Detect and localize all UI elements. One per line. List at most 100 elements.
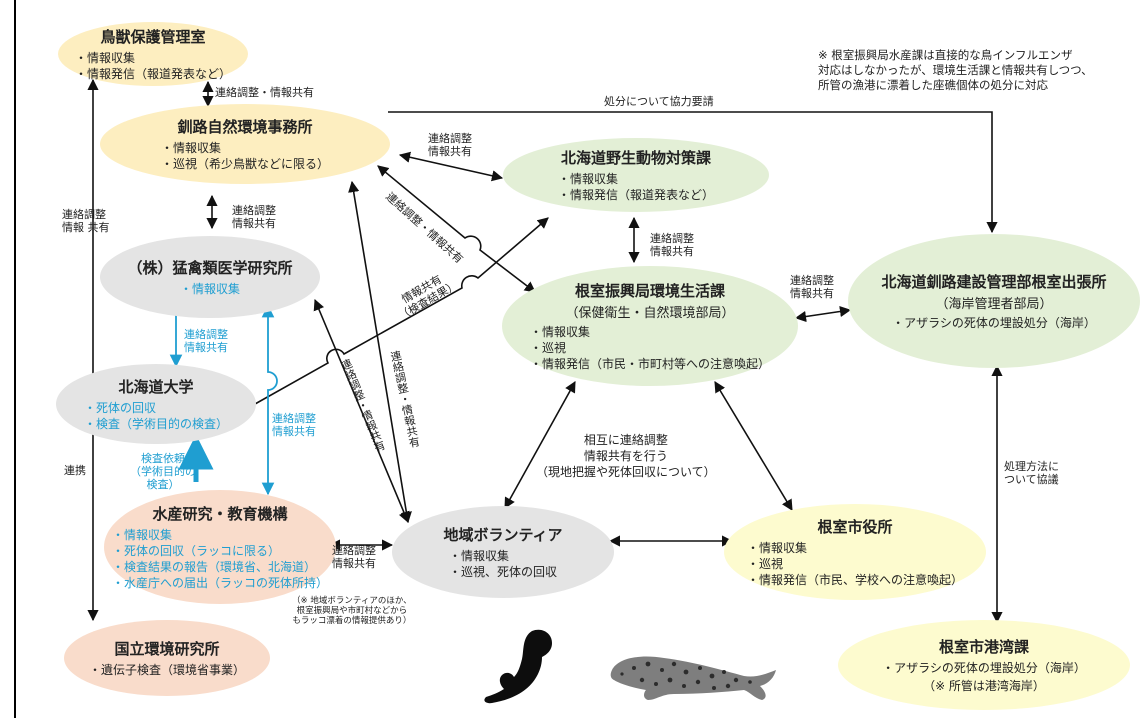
sea-otter-silhouette — [484, 629, 552, 704]
label-line: 連絡調整 — [790, 274, 834, 287]
note-line: ※ 根室振興局水産課は直接的な鳥インフルエンザ — [818, 48, 1073, 62]
node-title: 地域ボランティア — [443, 526, 563, 544]
node-mokin: （株）猛禽類医学研究所 情報収集 — [100, 236, 320, 318]
node-item: 巡視 — [530, 340, 770, 356]
node-yasei: 北海道野生動物対策課 情報収集情報発信（報道発表など） — [503, 138, 769, 212]
node-item: 情報発信（市民、学校への注意喚起） — [747, 572, 963, 588]
node-kokuritsu: 国立環境研究所 遺伝子検査（環境省事業） — [64, 620, 270, 696]
note-line: （※ 地域ボランティアのほか、 — [292, 596, 412, 606]
node-title: 鳥獣保護管理室 — [100, 28, 206, 46]
node-subtitle: （保健衛生・自然環境部局） — [565, 306, 735, 321]
node-item: 情報収集 — [747, 540, 963, 556]
label-shori: 処理方法に ついて協議 — [1004, 460, 1059, 486]
node-nemuro-kankyo: 根室振興局環境生活課 （保健衛生・自然環境部局） 情報収集巡視情報発信（市民・市… — [502, 266, 798, 386]
node-item: アザラシの死体の埋設処分（海岸） — [892, 315, 1096, 331]
label-line: 情報共有 — [184, 341, 228, 354]
arrow-kushiro-kensetsu — [388, 111, 998, 234]
label-line: 情報 共有 — [62, 221, 110, 234]
label-line: 検査） — [146, 478, 180, 491]
node-title: 根室市役所 — [817, 518, 893, 536]
node-item: アザラシの死体の埋設処分（海岸） — [882, 660, 1086, 676]
arrow-nemuro-kensetsu — [794, 305, 852, 323]
node-subtitle: （海岸管理者部局） — [935, 297, 1053, 312]
node-title: 北海道野生動物対策課 — [560, 149, 711, 167]
label-renkei: 連携 — [64, 464, 86, 477]
node-hokudai: 北海道大学 死体の回収検査（学術目的の検査） — [56, 364, 256, 444]
label-shobun: 処分について協力要請 — [604, 95, 714, 108]
volunteer-note: （※ 地域ボランティアのほか、 根室振興局や市町村などから もラッコ漂着の情報提… — [292, 596, 412, 626]
label-line: 連絡調整 — [232, 204, 276, 217]
label-line: 情報共有 — [232, 217, 276, 230]
node-shiyakusho: 根室市役所 情報収集巡視情報発信（市民、学校への注意喚起） — [724, 504, 986, 600]
arrow-kushiro-yasei — [398, 151, 504, 182]
node-title: 水産研究・教育機構 — [152, 505, 288, 523]
label-line: 情報共有 — [428, 145, 472, 158]
label-line: 処理方法に — [1004, 460, 1059, 473]
label-line: 連絡調整 — [62, 208, 106, 221]
node-item: 情報収集 — [112, 527, 328, 543]
node-kowan: 根室市港湾課 アザラシの死体の埋設処分（海岸） （※ 所管は港湾海岸） — [838, 620, 1130, 710]
arrow-nemuro-volunteer — [504, 381, 576, 509]
label-line: 検査依頼 — [141, 452, 185, 465]
node-extra: （※ 所管は港湾海岸） — [923, 679, 1045, 693]
label-line: 情報共有 — [790, 287, 834, 300]
arrow-kushiro-volunteer — [348, 180, 412, 524]
label-line: 情報共有 — [272, 425, 316, 438]
seal-illustration — [610, 656, 776, 700]
note-line: もラッコ漂着の情報提供あり） — [292, 616, 412, 626]
arrow-suisan-mokin — [261, 304, 278, 496]
label-line: 連絡調整 — [428, 132, 472, 145]
node-item: 情報収集 — [558, 171, 714, 187]
arrow-kushiro-nemuro — [377, 165, 536, 293]
note-line: 所管の漁港に漂着した座礁個体の処分に対応 — [818, 78, 1048, 92]
node-title: 釧路自然環境事務所 — [177, 118, 313, 136]
node-item: 情報発信（報道発表など） — [558, 187, 714, 203]
label-line: 連絡調整 — [272, 412, 316, 425]
node-chojuhogo: 鳥獣保護管理室 情報収集情報発信（報道発表など） — [58, 22, 248, 86]
node-item: 水産庁への届出（ラッコの死体所持） — [112, 575, 328, 591]
label-nemuro-kensetsu: 連絡調整 情報共有 — [790, 274, 834, 300]
label-suisan-mokin: 連絡調整 情報共有 — [272, 412, 316, 438]
node-title: 北海道大学 — [118, 378, 194, 396]
label-line: 連絡調整 — [650, 232, 694, 245]
label-line: 情報共有 — [332, 557, 376, 570]
label-line: 相互に連絡調整 — [583, 433, 668, 447]
node-suisan: 水産研究・教育機構 情報収集死体の回収（ラッコに限る）検査結果の報告（環境省、北… — [104, 490, 336, 604]
node-item: 情報収集 — [75, 50, 231, 66]
label-line: 連絡調整 — [184, 328, 228, 341]
node-item: 情報収集 — [161, 140, 329, 156]
label-line: （現地把握や死体回収について） — [536, 465, 716, 479]
node-title: 北海道釧路建設管理部根室出張所 — [881, 273, 1107, 291]
node-item: 巡視 — [747, 556, 963, 572]
top-note: ※ 根室振興局水産課は直接的な鳥インフルエンザ 対応はしなかったが、環境生活課と… — [818, 48, 1093, 93]
node-title: （株）猛禽類医学研究所 — [127, 259, 293, 277]
label-kensa-irai: 検査依頼 （学術目的の 検査） — [130, 452, 196, 491]
node-item: 巡視（希少鳥獣などに限る） — [161, 156, 329, 172]
label-kushiro-yasei: 連絡調整 情報共有 — [428, 132, 472, 158]
arrow-nemuro-shiyakusho — [714, 381, 793, 511]
label-yasei-nemuro: 連絡調整 情報共有 — [650, 232, 694, 258]
node-volunteer: 地域ボランティア 情報収集巡視、死体の回収 — [392, 506, 614, 598]
label-line: 連絡調整 — [332, 544, 376, 557]
node-item: 検査結果の報告（環境省、北海道） — [112, 559, 328, 575]
label-line: ついて協議 — [1004, 473, 1059, 486]
node-item: 情報発信（報道発表など） — [75, 66, 231, 82]
label-mokin-hokudai: 連絡調整 情報共有 — [184, 328, 228, 354]
node-item: 巡視、死体の回収 — [449, 564, 557, 580]
label-sogo: 相互に連絡調整 情報共有を行う （現地把握や死体回収について） — [536, 432, 716, 480]
node-item: 死体の回収（ラッコに限る） — [112, 543, 328, 559]
node-kensetsu: 北海道釧路建設管理部根室出張所 （海岸管理者部局） アザラシの死体の埋設処分（海… — [848, 234, 1140, 368]
note-line: 根室振興局や市町村などから — [296, 606, 408, 616]
node-item: 情報収集 — [449, 548, 557, 564]
label-line: 情報共有を行う — [583, 449, 668, 463]
label-left-vertical: 連絡調整 情報 共有 — [62, 208, 110, 234]
node-title: 根室振興局環境生活課 — [574, 282, 725, 300]
note-line: 対応はしなかったが、環境生活課と情報共有しつつ、 — [818, 63, 1093, 77]
node-item: 情報収集 — [530, 324, 770, 340]
node-item: 情報発信（市民・市町村等への注意喚起） — [530, 356, 770, 372]
label-line: （学術目的の — [130, 465, 196, 478]
node-title: 国立環境研究所 — [114, 640, 220, 658]
left-border-line — [14, 0, 16, 718]
